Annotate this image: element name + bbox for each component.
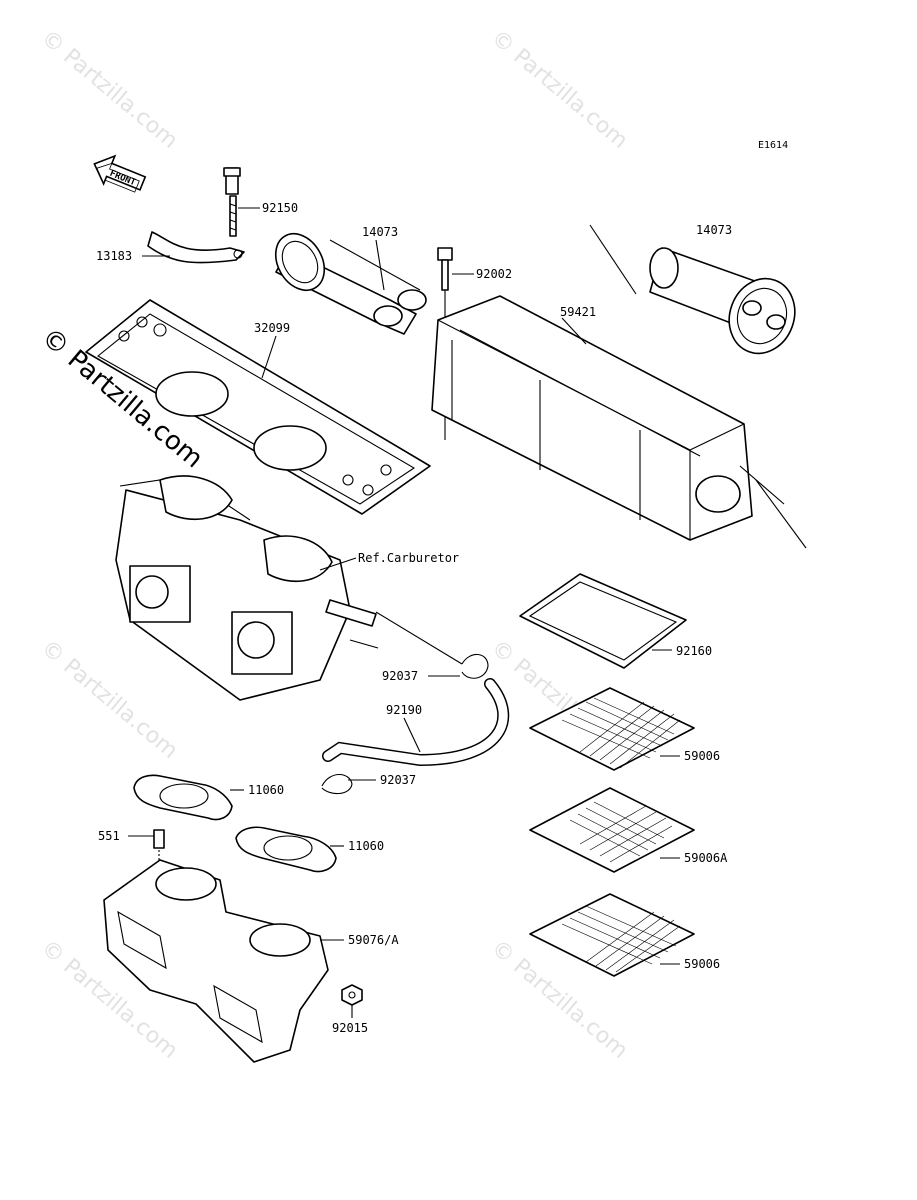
callout-59076A: 59076/A [348, 933, 399, 947]
diagram-code: E1614 [758, 140, 788, 151]
watermark-4: © Partzilla.com [36, 635, 182, 763]
watermark-1: © Partzilla.com [36, 25, 182, 153]
label-ref-carburetor: Ref.Carburetor [358, 551, 459, 565]
base-plate-32099 [85, 299, 431, 515]
clamp-92037-lower [321, 773, 353, 795]
air-box-59421 [431, 295, 807, 549]
screen-59006-bottom [529, 893, 695, 977]
callout-labels: 92150 13183 14073 14073 92002 32099 5942… [96, 201, 732, 1035]
leader-lines [128, 207, 680, 1018]
callout-59006A: 59006A [684, 851, 728, 865]
duct-14073-right [589, 224, 796, 355]
mesh-pattern [561, 905, 681, 973]
callout-11060-upper: 11060 [248, 783, 284, 797]
screen-59006A [529, 787, 695, 873]
callout-59006-top: 59006 [684, 749, 720, 763]
callout-92037-lower: 92037 [380, 773, 416, 787]
callout-14073-right: 14073 [696, 223, 732, 237]
callout-13183: 13183 [96, 249, 132, 263]
hose-92190 [322, 678, 510, 767]
callout-92190: 92190 [386, 703, 422, 717]
gasket-11060-upper [133, 774, 233, 821]
callout-14073-left: 14073 [362, 225, 398, 239]
screen-59006-top [529, 687, 695, 771]
mesh-pattern [569, 801, 673, 863]
carburetor-assembly [115, 475, 379, 701]
callout-59421: 59421 [560, 305, 596, 319]
callout-92002: 92002 [476, 267, 512, 281]
callout-551: 551 [98, 829, 120, 843]
callout-92160: 92160 [676, 644, 712, 658]
duct-14073-left [274, 232, 427, 335]
watermark-2: © Partzilla.com [486, 25, 632, 153]
callout-92015: 92015 [332, 1021, 368, 1035]
callout-32099: 32099 [254, 321, 290, 335]
mesh-pattern [561, 697, 681, 769]
clamp-92037-upper [461, 653, 489, 679]
manifold-59076A [103, 859, 329, 1063]
gasket-11060-lower [235, 826, 337, 873]
gasket-92160 [519, 573, 687, 669]
callout-92037-upper: 92037 [382, 669, 418, 683]
nut-92015 [341, 984, 363, 1006]
callout-92150: 92150 [262, 201, 298, 215]
bolt-92150 [223, 167, 241, 237]
callout-59006-bottom: 59006 [684, 957, 720, 971]
callout-11060-lower: 11060 [348, 839, 384, 853]
front-arrow-icon: FRONT [93, 154, 147, 193]
